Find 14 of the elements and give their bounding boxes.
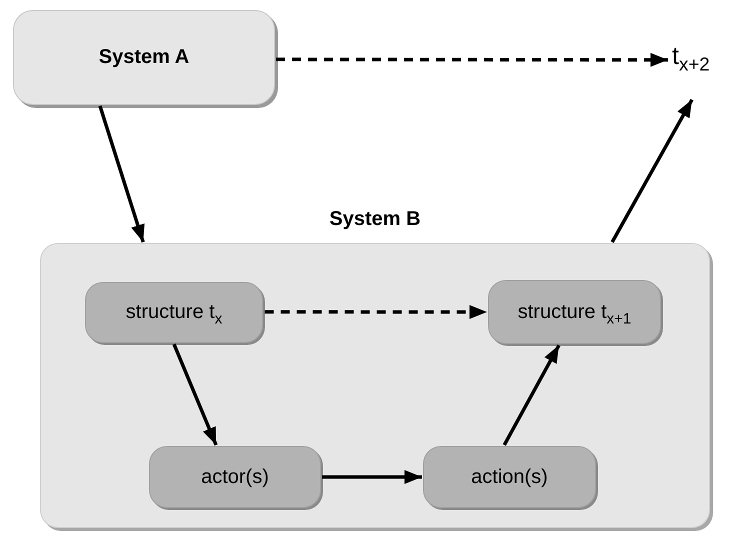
arrow (276, 52, 668, 67)
panel-heading: System B (328, 208, 422, 231)
arrow (172, 344, 218, 446)
arrow (610, 98, 694, 243)
arrow (502, 344, 560, 446)
arrow (264, 305, 487, 319)
process-box: action(s) (423, 446, 596, 508)
process-box: actor(s) (149, 446, 321, 508)
system-box: System A (13, 10, 275, 105)
arrow (98, 105, 145, 243)
time-label: t$_{x+2}$ (672, 42, 730, 98)
process-box: structure t$_{x+1}$ (488, 280, 661, 344)
arrow (322, 470, 422, 484)
process-box: structure t$_{x}$ (85, 282, 263, 343)
